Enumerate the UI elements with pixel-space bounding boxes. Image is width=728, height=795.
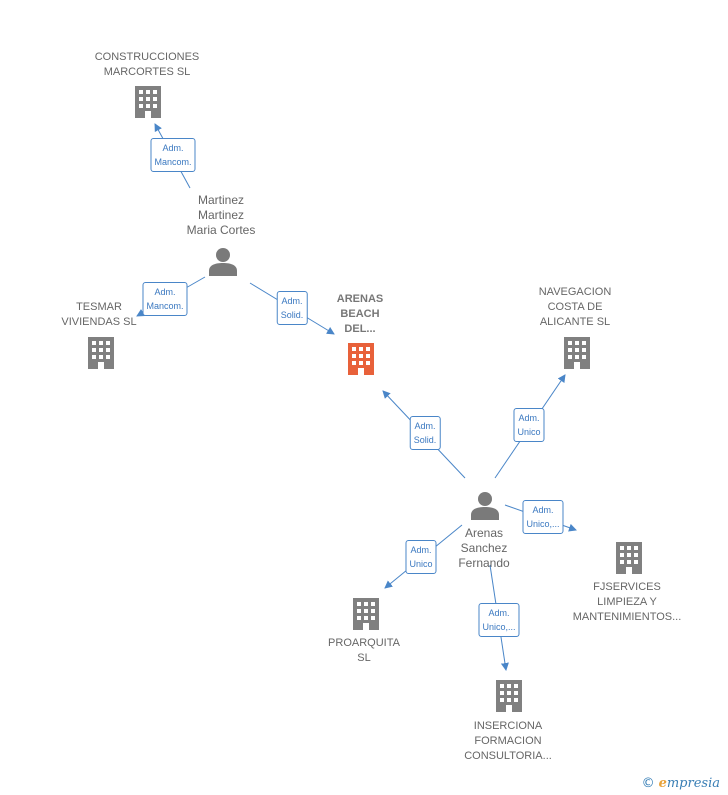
- building-icon[interactable]: [133, 84, 163, 120]
- company-label-fjservices[interactable]: FJSERVICES LIMPIEZA Y MANTENIMIENTOS...: [572, 581, 682, 623]
- company-label-arenas-beach[interactable]: ARENAS BEACH DEL...: [336, 293, 384, 335]
- relation-badge[interactable]: Adm. Solid.: [409, 416, 441, 450]
- relation-badge[interactable]: Adm. Unico,...: [478, 603, 520, 637]
- building-icon[interactable]: [86, 335, 116, 371]
- building-icon[interactable]: [562, 335, 592, 371]
- relation-badge[interactable]: Adm. Mancom.: [150, 138, 196, 172]
- company-label-tesmar[interactable]: TESMAR VIVIENDAS SL: [61, 301, 137, 328]
- company-label-proarquita[interactable]: PROARQUITA SL: [328, 637, 400, 664]
- person-label-martinez[interactable]: Martinez Martinez Maria Cortes: [186, 193, 256, 237]
- relation-badge[interactable]: Adm. Unico,...: [522, 500, 564, 534]
- relation-badge[interactable]: Adm. Mancom.: [142, 282, 188, 316]
- company-label-construcciones[interactable]: CONSTRUCCIONES MARCORTES SL: [94, 51, 200, 78]
- person-icon[interactable]: [470, 490, 500, 520]
- relation-badge[interactable]: Adm. Solid.: [276, 291, 308, 325]
- empresia-logo[interactable]: ©empresia: [641, 776, 720, 791]
- person-icon[interactable]: [208, 246, 238, 276]
- building-icon[interactable]: [351, 596, 381, 632]
- building-icon[interactable]: [494, 678, 524, 714]
- relation-badge[interactable]: Adm. Unico: [405, 540, 437, 574]
- relation-badge[interactable]: Adm. Unico: [513, 408, 545, 442]
- copyright-icon: ©: [641, 776, 655, 791]
- company-label-inserciona[interactable]: INSERCIONA FORMACION CONSULTORIA...: [464, 720, 552, 762]
- building-icon[interactable]: [614, 540, 644, 576]
- building-icon-highlighted[interactable]: [346, 341, 376, 377]
- person-label-arenas[interactable]: Arenas Sanchez Fernando: [458, 526, 510, 570]
- company-label-navegacion[interactable]: NAVEGACION COSTA DE ALICANTE SL: [538, 286, 612, 328]
